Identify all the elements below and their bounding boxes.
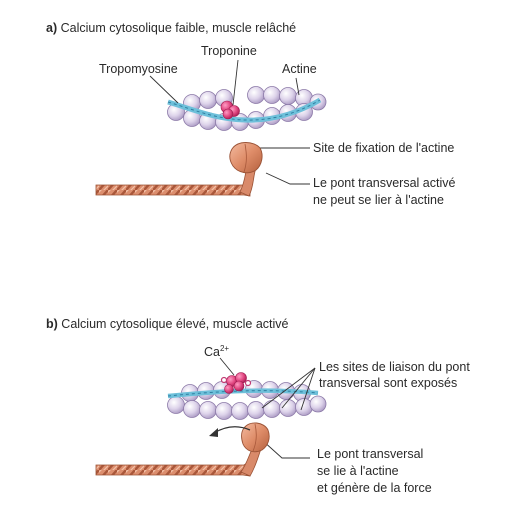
power-stroke-arrowhead — [209, 428, 218, 437]
actin-filament-b — [168, 381, 327, 420]
myosin-tail-a — [96, 181, 250, 196]
myosin-tail-b — [96, 461, 250, 476]
